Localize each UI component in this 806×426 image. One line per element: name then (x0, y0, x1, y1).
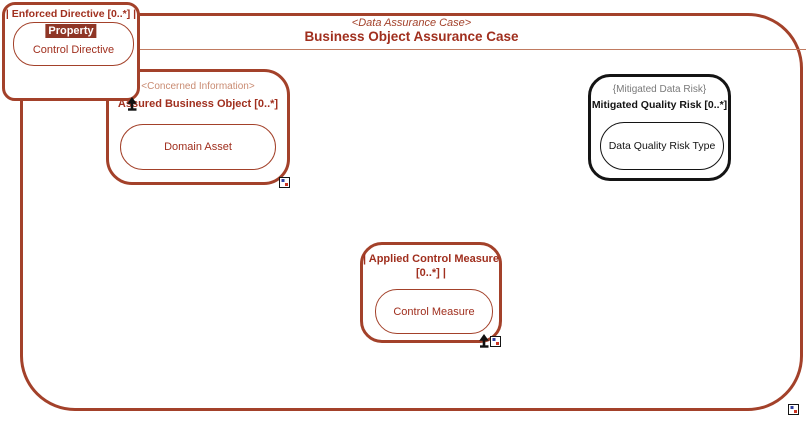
node-domain-asset[interactable]: Domain Asset (120, 124, 276, 170)
composite-diagram-indicator-icon (788, 404, 799, 415)
node-mitigated-quality-risk[interactable]: {Mitigated Data Risk} Mitigated Quality … (588, 74, 731, 181)
control-directive-label: Control Directive (32, 44, 115, 56)
data-quality-risk-type-label: Data Quality Risk Type (608, 140, 716, 152)
quick-link-arrow-icon[interactable] (125, 96, 140, 111)
node-enforced-directive[interactable]: | Enforced Directive [0..*] | Control Di… (2, 2, 140, 101)
quick-link-arrow-icon[interactable] (477, 333, 492, 348)
node-data-quality-risk-type[interactable]: Data Quality Risk Type (600, 122, 724, 170)
assurance-case-title[interactable]: Business Object Assurance Case (304, 29, 519, 44)
assured-business-object-header[interactable]: Assured Business Object [0..*] (117, 98, 279, 110)
control-measure-label: Control Measure (393, 305, 475, 318)
applied-control-measure-header-line2[interactable]: [0..*] | (416, 267, 446, 279)
property-inline-edit-label[interactable]: Property (45, 24, 97, 38)
title-separator-line (136, 49, 806, 50)
assurance-case-stereotype: <Data Assurance Case> (351, 17, 472, 29)
assured-business-object-stereotype: <Concerned Information> (141, 81, 255, 92)
composite-diagram-indicator-icon (490, 336, 501, 347)
node-assured-business-object[interactable]: <Concerned Information> Assured Business… (106, 69, 290, 188)
enforced-directive-header[interactable]: | Enforced Directive [0..*] | (5, 8, 137, 20)
composite-diagram-indicator-icon (279, 177, 290, 188)
domain-asset-label: Domain Asset (164, 141, 232, 153)
node-control-measure[interactable]: Control Measure (375, 289, 493, 334)
applied-control-measure-header-line1[interactable]: | Applied Control Measure (363, 253, 499, 265)
mitigated-quality-risk-header[interactable]: Mitigated Quality Risk [0..*] (591, 99, 728, 111)
node-applied-control-measure[interactable]: | Applied Control Measure [0..*] | Contr… (360, 242, 502, 343)
mitigated-quality-risk-stereotype: {Mitigated Data Risk} (612, 84, 707, 95)
